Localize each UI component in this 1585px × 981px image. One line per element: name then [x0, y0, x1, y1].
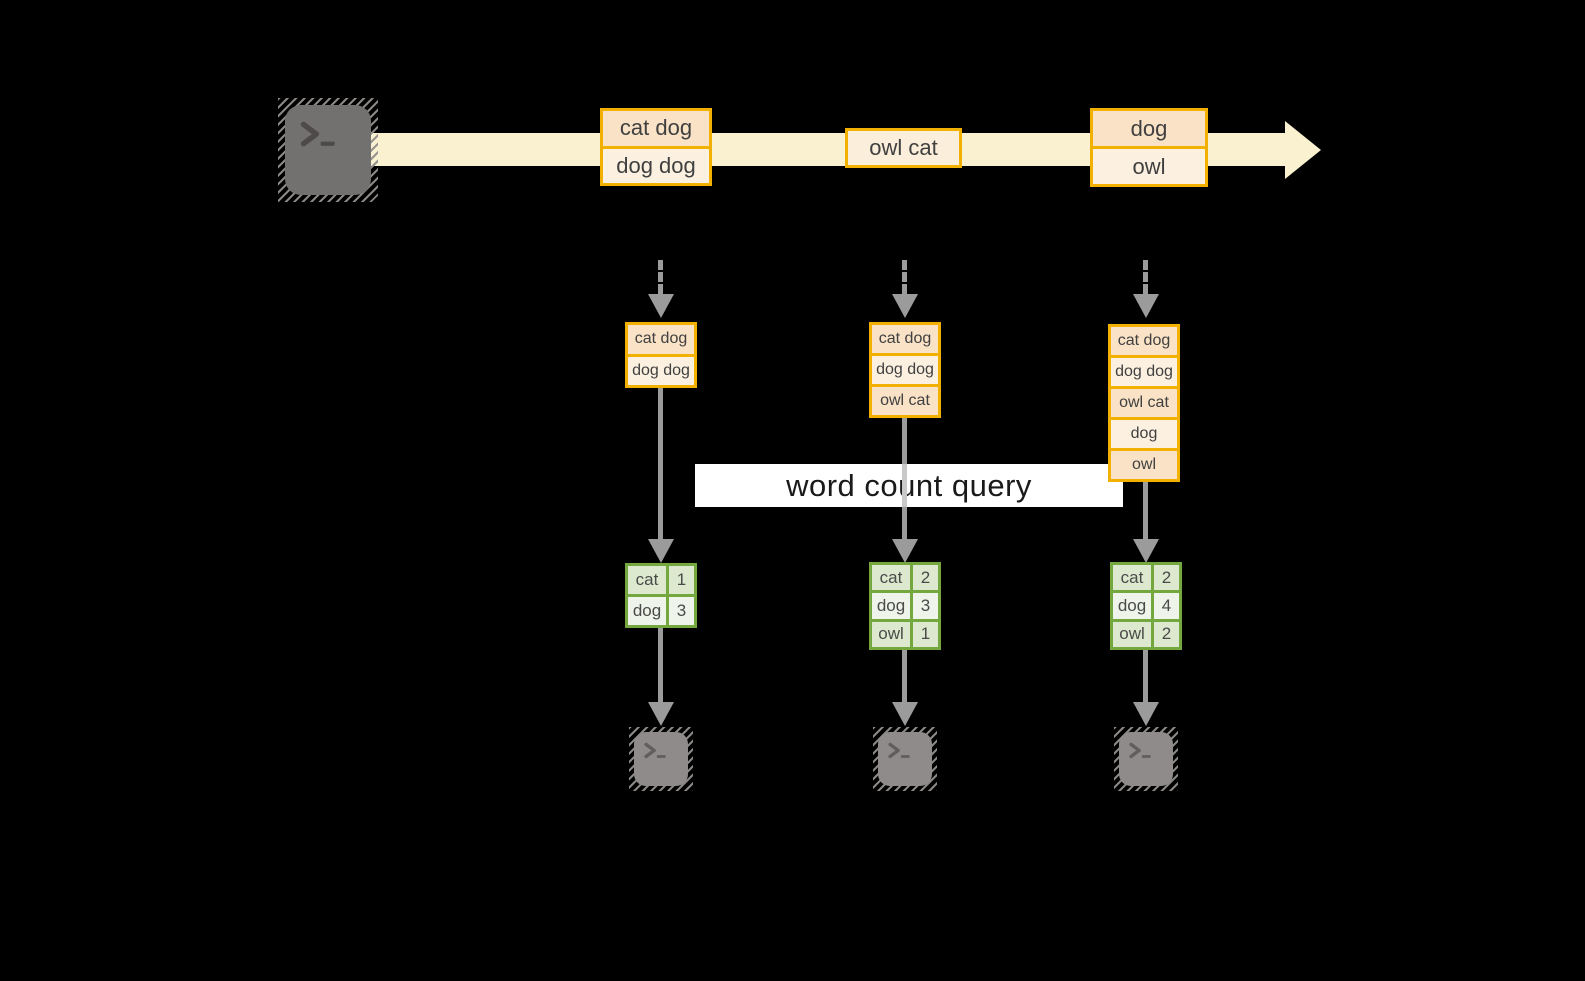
result-word: owl: [872, 621, 910, 647]
result-table-1: cat 1 dog 3: [625, 563, 697, 628]
result-table-3: cat 2 dog 4 owl 2: [1110, 562, 1182, 650]
arrowhead-down-icon: [648, 294, 674, 318]
query-arrow-3: [1143, 482, 1148, 540]
arrowhead-down-icon: [892, 539, 918, 563]
result-count: 2: [1154, 565, 1179, 591]
query-arrow-2: [902, 418, 907, 464]
micro-batch-arrow-1: [658, 260, 663, 294]
stream-batch-row: dog dog: [603, 148, 709, 183]
state-row: dog dog: [628, 356, 694, 385]
terminal-prompt-icon: [887, 742, 910, 758]
stream-arrow-head: [1285, 121, 1321, 179]
terminal-icon: [634, 732, 688, 786]
terminal-icon: [878, 732, 932, 786]
state-row: cat dog: [872, 325, 938, 353]
state-box-2: cat dog dog dog owl cat: [869, 322, 941, 418]
state-row: dog dog: [1111, 358, 1177, 386]
result-count: 1: [913, 621, 938, 647]
sink-terminal-1: [629, 727, 693, 791]
result-count: 2: [1154, 621, 1179, 647]
query-arrow-1: [658, 388, 663, 540]
state-row: owl cat: [872, 387, 938, 415]
state-row: cat dog: [1111, 327, 1177, 355]
query-arrow-2: [902, 507, 907, 540]
micro-batch-arrow-3: [1143, 260, 1148, 294]
result-word: owl: [1113, 621, 1151, 647]
terminal-prompt-icon: [1128, 742, 1151, 758]
source-terminal: [278, 98, 378, 202]
result-word: dog: [628, 597, 666, 625]
state-box-3: cat dog dog dog owl cat dog owl: [1108, 324, 1180, 482]
terminal-icon: [1119, 732, 1173, 786]
state-row: owl cat: [1111, 389, 1177, 417]
sink-arrow-1: [658, 628, 663, 703]
result-word: cat: [872, 565, 910, 591]
result-count: 1: [669, 566, 694, 594]
result-count: 2: [913, 565, 938, 591]
terminal-prompt-icon: [643, 742, 666, 758]
sink-terminal-3: [1114, 727, 1178, 791]
arrowhead-down-icon: [648, 539, 674, 563]
state-row: owl: [1111, 451, 1177, 479]
result-count: 3: [913, 593, 938, 619]
state-row: cat dog: [628, 325, 694, 354]
result-word: cat: [628, 566, 666, 594]
stream-batch-row: owl cat: [848, 131, 959, 165]
stream-batch-1: cat dog dog dog: [600, 108, 712, 186]
terminal-icon: [285, 105, 371, 195]
stream-batch-row: dog: [1093, 111, 1205, 146]
arrowhead-down-icon: [1133, 539, 1159, 563]
query-banner: word count query: [695, 464, 1123, 507]
stream-batch-row: owl: [1093, 149, 1205, 184]
query-label: word count query: [786, 467, 1032, 503]
terminal-prompt-icon: [300, 122, 335, 147]
result-table-2: cat 2 dog 3 owl 1: [869, 562, 941, 650]
micro-batch-arrow-2: [902, 260, 907, 294]
result-word: cat: [1113, 565, 1151, 591]
arrowhead-down-icon: [1133, 702, 1159, 726]
result-count: 4: [1154, 593, 1179, 619]
query-arrow-2-banner-segment: [902, 464, 907, 507]
stream-batch-row: cat dog: [603, 111, 709, 146]
result-word: dog: [1113, 593, 1151, 619]
arrowhead-down-icon: [1133, 294, 1159, 318]
arrowhead-down-icon: [892, 702, 918, 726]
stream-batch-3: dog owl: [1090, 108, 1208, 187]
sink-arrow-3: [1143, 650, 1148, 703]
state-row: dog: [1111, 420, 1177, 448]
state-row: dog dog: [872, 356, 938, 384]
sink-arrow-2: [902, 650, 907, 703]
state-box-1: cat dog dog dog: [625, 322, 697, 388]
sink-terminal-2: [873, 727, 937, 791]
stream-batch-2: owl cat: [845, 128, 962, 168]
result-word: dog: [872, 593, 910, 619]
arrowhead-down-icon: [648, 702, 674, 726]
arrowhead-down-icon: [892, 294, 918, 318]
result-count: 3: [669, 597, 694, 625]
